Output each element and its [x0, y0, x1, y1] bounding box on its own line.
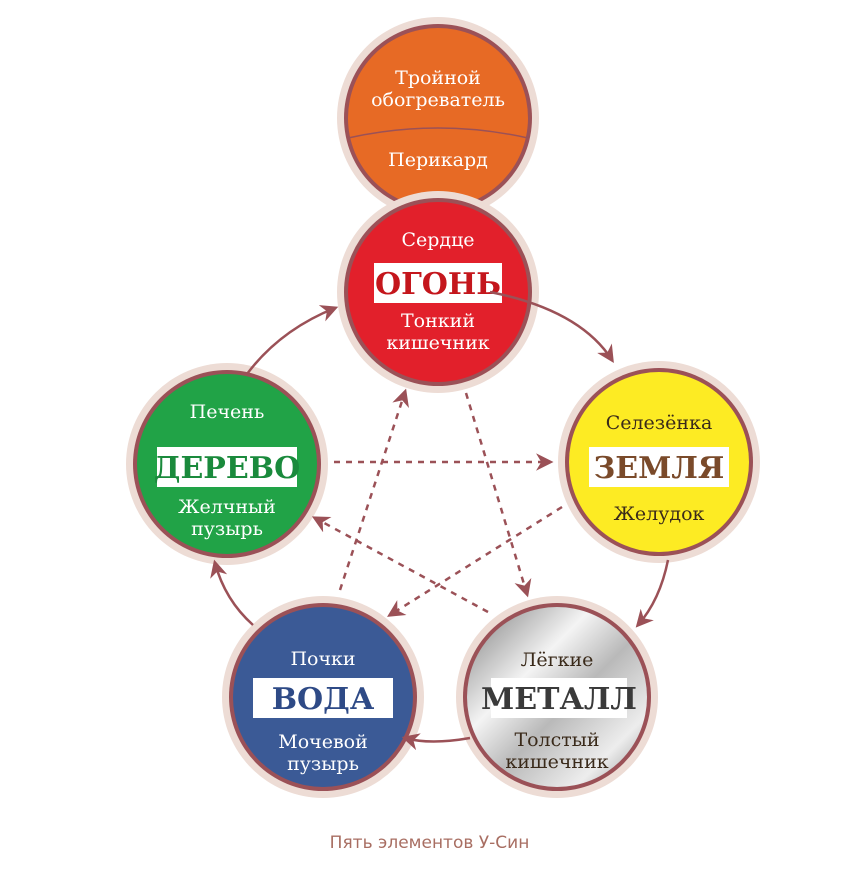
- arrow-water-to-fire: [338, 388, 409, 591]
- arrow-wood-to-fire: [246, 305, 339, 375]
- arrow-metal-to-wood: [311, 516, 489, 614]
- figure-caption: Пять элементов У-Син: [329, 833, 530, 853]
- wood-label-box: [157, 447, 297, 487]
- element-water: Почки ВОДА Мочевой пузырь: [222, 596, 424, 798]
- fire-element-name: ОГОНЬ: [375, 267, 501, 302]
- arrow-earth-to-water: [387, 505, 563, 617]
- water-label-box: [253, 678, 393, 718]
- wood-organ-bottom-2: пузырь: [191, 518, 263, 540]
- element-fire: Сердце ОГОНЬ Тонкий кишечник: [337, 191, 539, 393]
- generating-cycle: [210, 290, 670, 751]
- fire-organ-bottom-2: кишечник: [386, 332, 489, 354]
- top-circle-fill: [348, 28, 528, 208]
- water-organ-bottom-2: пузырь: [287, 753, 359, 775]
- element-metal: Лёгкие МЕТАЛЛ Толстый кишечник: [456, 596, 658, 798]
- earth-label-box: [589, 447, 729, 487]
- earth-organ-bottom: Желудок: [614, 503, 705, 525]
- arrow-water-to-wood: [210, 559, 254, 626]
- metal-label-box: [491, 678, 627, 718]
- water-element-name: ВОДА: [272, 682, 375, 717]
- wood-organ-bottom-1: Желчный: [178, 496, 276, 518]
- triple-burner-label-2: обогреватель: [371, 89, 505, 111]
- fire-organ-bottom-1: Тонкий: [401, 310, 475, 332]
- earth-element-name: ЗЕМЛЯ: [594, 451, 725, 486]
- element-wood: Печень ДЕРЕВО Желчный пузырь: [126, 363, 328, 565]
- metal-organ-bottom-1: Толстый: [514, 729, 599, 751]
- arrow-metal-to-water: [401, 733, 471, 751]
- fire-label-box: [374, 263, 502, 303]
- water-organ-top: Почки: [290, 648, 355, 670]
- fire-organ-top: Сердце: [401, 229, 474, 251]
- top-circle: Тройной обогреватель Перикард: [337, 17, 539, 219]
- pericardium-label: Перикард: [388, 149, 488, 171]
- arrow-fire-to-earth: [489, 290, 614, 363]
- arrow-fire-to-metal: [464, 392, 532, 598]
- top-circle-divider: [347, 127, 529, 139]
- triple-burner-label-1: Тройной: [395, 67, 481, 89]
- arrow-earth-to-metal: [635, 559, 670, 628]
- water-organ-bottom-1: Мочевой: [278, 731, 368, 753]
- earth-organ-top: Селезёнка: [606, 412, 713, 434]
- wood-organ-top: Печень: [190, 401, 265, 423]
- wood-element-name: ДЕРЕВО: [154, 451, 300, 486]
- controlling-cycle: [311, 388, 563, 617]
- metal-organ-top: Лёгкие: [521, 649, 594, 671]
- metal-organ-bottom-2: кишечник: [505, 751, 608, 773]
- element-earth: Селезёнка ЗЕМЛЯ Желудок: [558, 361, 760, 563]
- metal-element-name: МЕТАЛЛ: [481, 682, 637, 717]
